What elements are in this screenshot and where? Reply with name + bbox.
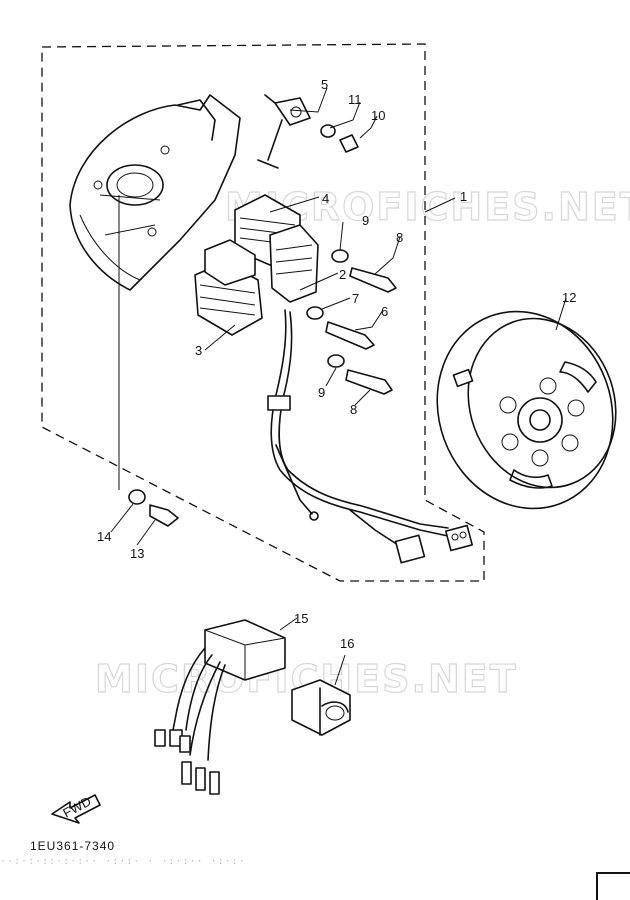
callout-7: 7: [352, 291, 359, 306]
assembly-boundary: [41, 43, 485, 582]
bolt-6: [325, 321, 375, 350]
flywheel-rotor: [436, 310, 617, 510]
callout-9-lower: 9: [318, 385, 325, 400]
callout-11: 11: [348, 92, 362, 107]
washer-7: [306, 306, 324, 320]
cdi-unit: [154, 619, 286, 795]
callout-8-lower: 8: [350, 402, 357, 417]
watermark-bottom: MICROFICHES.NET: [95, 657, 518, 701]
coil-bracket: [291, 679, 351, 736]
stator-base-plate: [69, 94, 241, 291]
screw-10: [339, 134, 359, 153]
stator-wire-harness: [267, 309, 474, 564]
fwd-direction-arrow: FWD: [51, 794, 101, 824]
callout-4: 4: [322, 191, 329, 206]
pulser-coil: [257, 94, 311, 169]
figure-code: 1EU361-7340: [30, 839, 116, 853]
washers-and-bolts: [128, 124, 397, 527]
washer-14: [128, 489, 146, 505]
stator-coils: [194, 194, 319, 336]
callout-5: 5: [321, 77, 328, 92]
leader-lines: [110, 87, 567, 686]
callout-14: 14: [97, 529, 111, 544]
callout-6: 6: [381, 304, 388, 319]
callout-1: 1: [460, 189, 467, 204]
callout-2: 2: [339, 267, 346, 282]
washer-9-upper: [331, 249, 349, 263]
callout-8-upper: 8: [396, 230, 403, 245]
page-corner-mark: [596, 872, 630, 900]
scan-noise: ··:·:·::·:·:·· ·:·:· · ·:·:·· ·:·:·: [0, 856, 246, 867]
washer-9-lower: [327, 354, 345, 368]
screw-13: [149, 504, 179, 527]
callout-16: 16: [340, 636, 354, 651]
callout-numbers: 1 2 3 4 5 6 7 8 8 9 9 10 11 12 13 14 15 …: [97, 77, 576, 651]
bolt-8-upper: [349, 267, 397, 293]
callout-13: 13: [130, 546, 144, 561]
callout-15: 15: [294, 611, 308, 626]
bolt-8-lower: [345, 369, 393, 395]
callout-9-upper: 9: [362, 213, 369, 228]
callout-10: 10: [371, 108, 385, 123]
callout-3: 3: [195, 343, 202, 358]
callout-12: 12: [562, 290, 576, 305]
